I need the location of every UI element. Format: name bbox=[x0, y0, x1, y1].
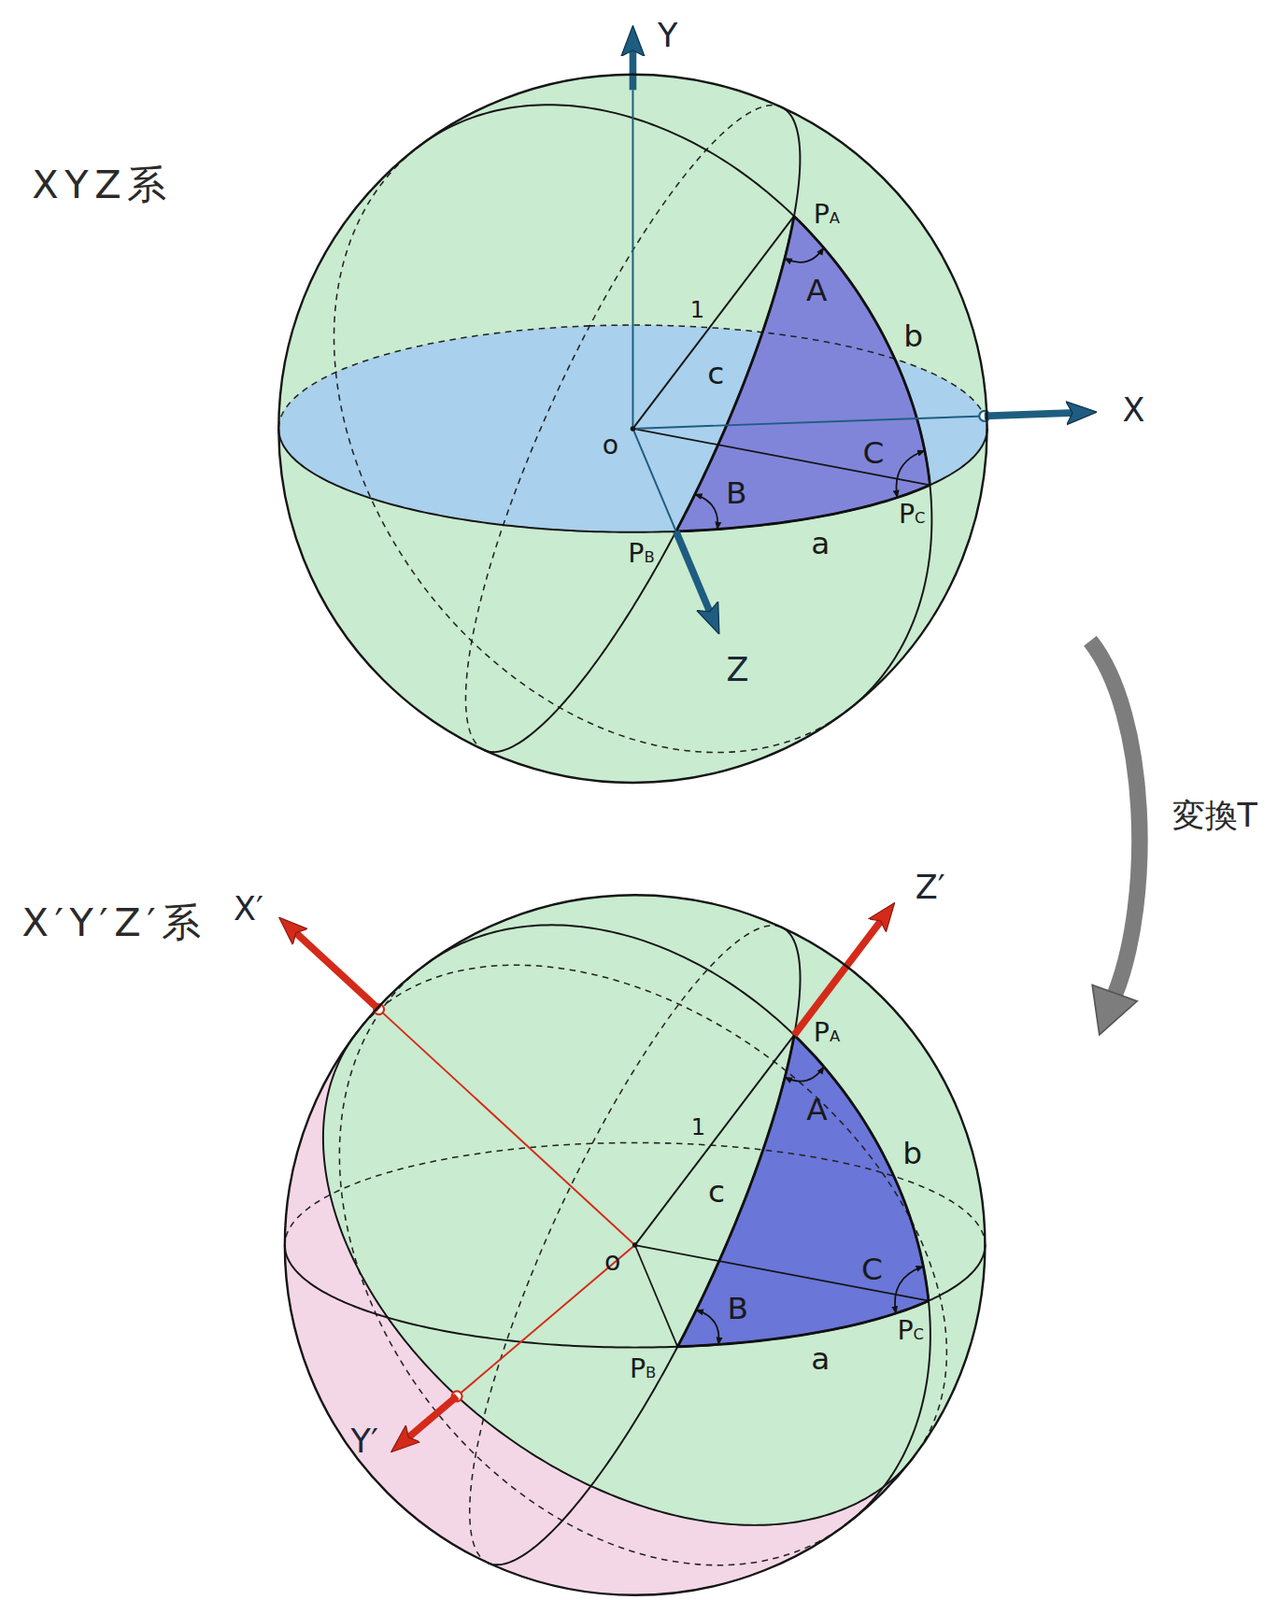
sphere-outline bbox=[284, 894, 986, 1596]
axis-label: X′ bbox=[233, 891, 264, 927]
angle-arc bbox=[695, 494, 718, 529]
triangle-side bbox=[676, 484, 931, 532]
radius-label: 1 bbox=[690, 298, 705, 323]
great-circle bbox=[278, 428, 987, 533]
vertex-label: PB bbox=[627, 538, 654, 568]
axis-arrow bbox=[406, 1396, 457, 1440]
great-circle bbox=[845, 1301, 931, 1526]
axis-line bbox=[456, 1245, 635, 1397]
angle-arc bbox=[895, 451, 924, 498]
side-label: b bbox=[902, 1136, 923, 1171]
axis-arrow bbox=[676, 531, 711, 615]
origin-label: o bbox=[602, 430, 619, 460]
great-circle bbox=[421, 924, 929, 1301]
system-title: XYZ系 bbox=[31, 164, 172, 208]
axis-line bbox=[631, 89, 634, 429]
transform-label: 変換T bbox=[1172, 798, 1258, 835]
great-circle-hidden bbox=[469, 925, 783, 1564]
angle-label: B bbox=[725, 476, 748, 511]
great-circle bbox=[483, 531, 677, 753]
great-circle bbox=[487, 1347, 678, 1565]
angle-label: A bbox=[806, 273, 827, 308]
side-label: b bbox=[903, 319, 923, 354]
side-label: a bbox=[810, 525, 830, 560]
spherical-triangle bbox=[676, 215, 931, 532]
axis-arrow bbox=[293, 931, 379, 1010]
radius-line bbox=[632, 215, 795, 428]
transform-arrow-shaft bbox=[1090, 640, 1140, 995]
side-label: c bbox=[707, 356, 725, 391]
axis-label: Z′ bbox=[915, 869, 946, 906]
spherical-triangle bbox=[677, 1035, 929, 1348]
axis-arrow bbox=[984, 412, 1076, 416]
great-circle bbox=[845, 484, 932, 712]
sphere-fill bbox=[278, 74, 987, 783]
lower-sphere bbox=[284, 894, 986, 1596]
triangle-side bbox=[794, 1035, 929, 1302]
angle-label: B bbox=[727, 1292, 750, 1326]
radius-line bbox=[632, 428, 930, 485]
radius-line bbox=[635, 1245, 679, 1348]
vertex-label: PC bbox=[896, 1316, 924, 1346]
axis-line bbox=[379, 1009, 636, 1246]
upper-sphere bbox=[278, 46, 1076, 783]
axis-line bbox=[632, 428, 676, 532]
vertex-label: PB bbox=[629, 1353, 656, 1383]
sphere-fill bbox=[284, 894, 986, 1596]
axis-label: Y′ bbox=[351, 1424, 379, 1461]
great-circle-hidden bbox=[592, 1142, 985, 1247]
axis-label: Y bbox=[657, 17, 678, 54]
angle-arc bbox=[695, 1310, 719, 1346]
origin-point bbox=[632, 1242, 638, 1248]
angle-label: C bbox=[862, 435, 884, 469]
triangle-side bbox=[677, 1301, 929, 1348]
great-circle-hidden bbox=[465, 105, 781, 752]
transform-arrow bbox=[1090, 640, 1140, 1036]
angle-label: C bbox=[861, 1251, 883, 1286]
great-circle bbox=[284, 1245, 986, 1349]
side-label: a bbox=[810, 1341, 830, 1376]
side-label: c bbox=[708, 1174, 725, 1208]
axis-line bbox=[632, 415, 984, 429]
triangle-side bbox=[794, 215, 930, 485]
axis-arrow bbox=[794, 919, 882, 1037]
angle-label: A bbox=[806, 1093, 827, 1127]
origin-point bbox=[630, 426, 636, 431]
system-title: X′Y′Z′系 bbox=[21, 902, 207, 946]
great-circle-hidden bbox=[589, 325, 987, 431]
vertex-label: PA bbox=[813, 198, 840, 228]
angle-arc bbox=[784, 1066, 824, 1082]
angle-arc bbox=[784, 247, 824, 263]
axis-label: X bbox=[1122, 392, 1146, 428]
axis-label: Z bbox=[726, 653, 750, 689]
transform-arrow-head bbox=[1092, 984, 1137, 1036]
origin-label: o bbox=[604, 1247, 621, 1277]
radius-line bbox=[635, 1245, 929, 1302]
great-circle bbox=[676, 106, 801, 532]
radius-line bbox=[635, 1035, 796, 1246]
great-circle bbox=[387, 1318, 914, 1526]
great-circle-hidden bbox=[339, 965, 849, 1565]
vertex-label: PC bbox=[898, 499, 926, 529]
great-circle-hidden bbox=[334, 145, 850, 753]
angle-arc bbox=[894, 1266, 923, 1314]
great-circle bbox=[323, 1030, 388, 1318]
triangle-side bbox=[676, 215, 795, 532]
axis-arrow bbox=[629, 46, 638, 90]
sphere-outline bbox=[278, 74, 987, 783]
great-circle-hidden bbox=[278, 326, 590, 431]
great-circle bbox=[677, 926, 800, 1347]
vertex-label: PA bbox=[813, 1018, 840, 1048]
triangle-side bbox=[677, 1035, 795, 1348]
radius-label: 1 bbox=[691, 1115, 706, 1140]
